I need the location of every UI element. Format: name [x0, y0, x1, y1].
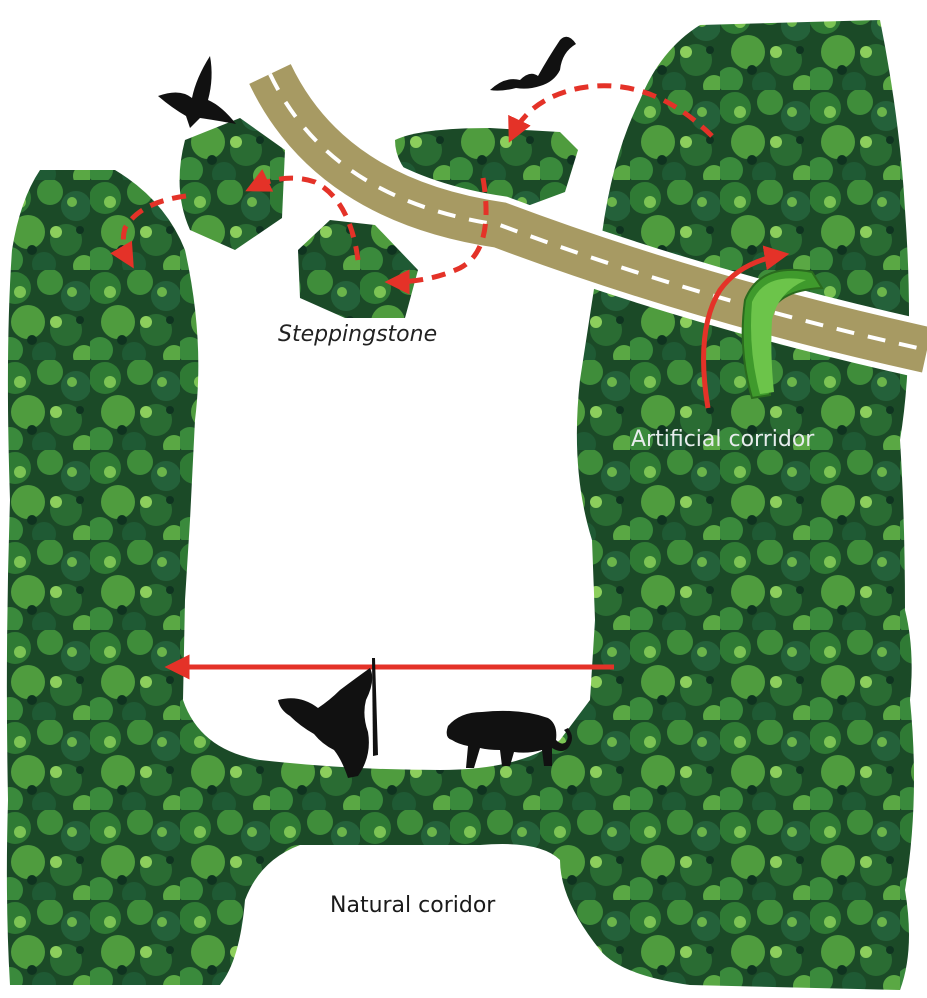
orangutan-icon — [278, 658, 378, 778]
bird-icon — [158, 56, 236, 128]
steppingstone-label: Steppingstone — [278, 322, 437, 347]
artificial-corridor-label: Artificial corridor — [631, 427, 814, 452]
steppingstone-patch — [180, 118, 285, 250]
bat-icon — [490, 37, 576, 91]
natural-corridor-label: Natural coridor — [330, 893, 495, 918]
steppingstone-patch — [298, 220, 418, 318]
